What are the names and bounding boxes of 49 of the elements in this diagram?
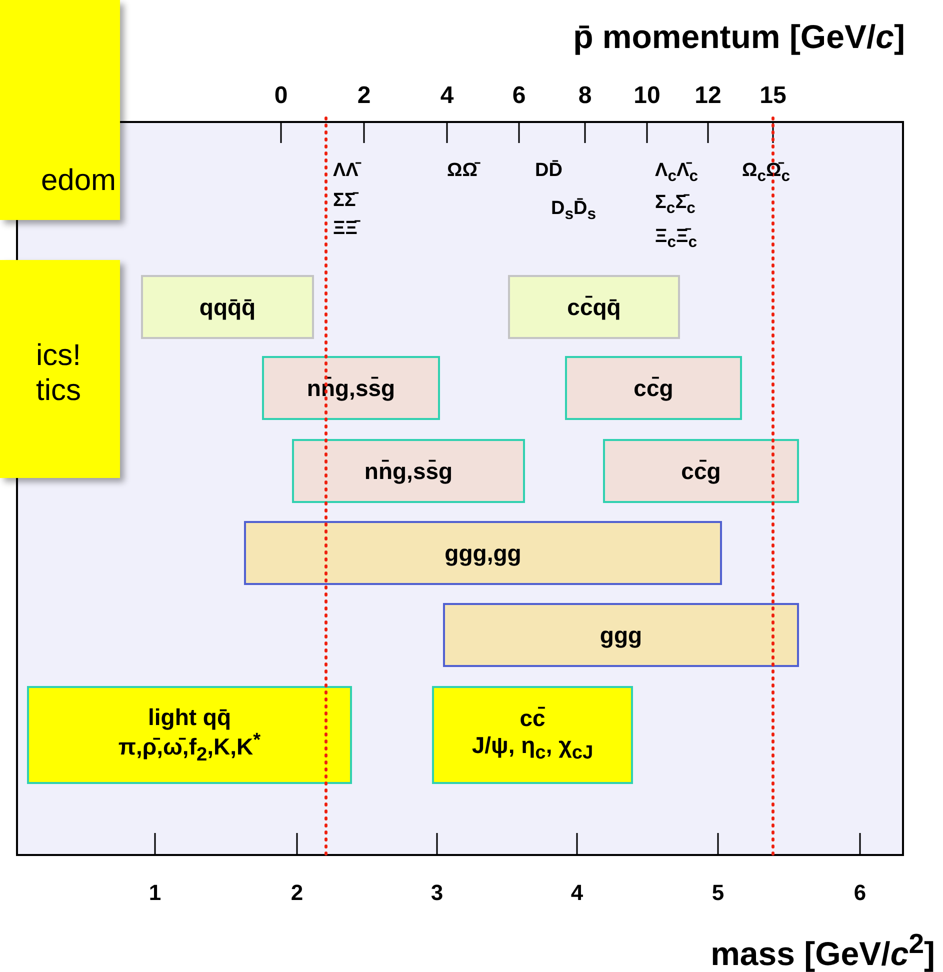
mass-range-box [27,686,352,784]
tick-label: 5 [712,880,724,906]
tick-label: 6 [512,82,526,110]
particle-label: Λ$_{c}$Λ̄$_{c}$ [655,160,698,186]
particle-label: Ω$_{c}$Ω̄$_{c}$ [742,160,790,186]
tick-label: 1 [148,880,162,906]
box-label: cc̄ [520,705,546,732]
axis-title: p̄ momentum [GeV/c] [573,18,905,56]
tick-label: 2 [290,880,304,906]
particle-label: D$_{s}$D̄$_{s}$ [551,198,596,224]
tick-label: 2 [357,82,371,110]
particle-label: Ξ$_{c}$Ξ̄$_{c}$ [655,226,698,252]
mass-range-box [432,686,633,784]
tick-label: 4 [570,880,584,906]
particle-label: ΣΣ̄ [333,190,356,212]
tick-label: 3 [430,880,444,906]
mass-range-box [262,356,440,420]
tick-label: 10 [634,82,660,110]
box-label: light qq̄ [148,704,232,730]
mass-range-box [244,521,722,585]
mass-range-box [508,275,680,339]
tick-label: 15 [760,82,786,110]
particle-label: DD̄ [535,160,562,182]
box-label: J/ψ, η$_{c}$, χ$_{cJ}$ [472,732,594,765]
note-box [0,260,120,478]
box-label: π,ρ̄,ω̄,f$_{2}$,K,K$^{*}$ [118,730,261,766]
box-label: cc̄g [681,458,721,484]
mass-range-box [603,439,799,503]
box-label: nn̄g,ss̄g [306,374,396,402]
mass-range-box [565,356,742,420]
note-text: edom [40,164,116,198]
note-box [0,0,120,220]
tick-label: 6 [854,880,866,906]
tick-label: 4 [440,82,454,110]
particle-label: Σ$_{c}$Σ̄$_{c}$ [655,192,696,218]
mass-range-box [141,275,314,339]
box-label: cc̄g [634,374,674,402]
mass-range-box [292,439,525,503]
note-text: ics! tics [36,339,82,408]
mass-range-box [443,603,799,667]
box-label: nn̄g,ss̄g [364,458,453,484]
box-label: ggg,gg [444,540,522,566]
tick-label: 0 [274,82,288,110]
tick-label: 8 [578,82,592,110]
tick-label: 12 [694,82,722,110]
box-label: ggg [600,622,642,648]
box-label: cc̄qq̄ [567,294,621,320]
box-label: qqq̄q̄ [199,294,256,320]
axis-title: mass [GeV/c$^{2}$] [710,928,935,972]
